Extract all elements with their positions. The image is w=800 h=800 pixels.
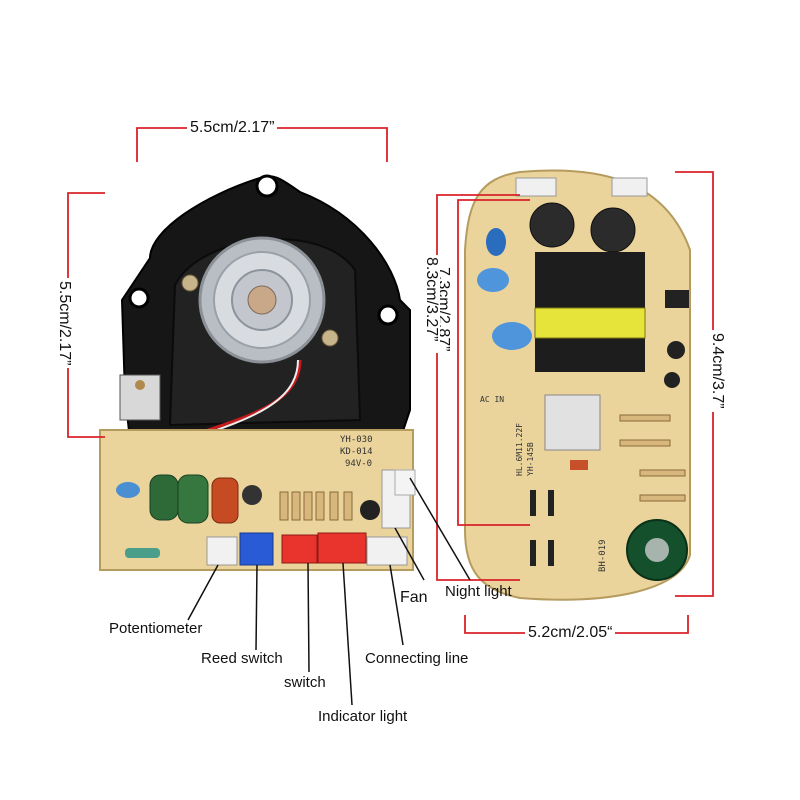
right-outer-height-dimension: 9.4cm/3.7” [708, 330, 726, 412]
potentiometer-connector [206, 536, 238, 566]
pcb-code-3: 94V-0 [345, 459, 373, 469]
left-height-dimension: 5.5cm/2.17” [55, 278, 73, 369]
night-light-label: Night light [445, 583, 512, 600]
ac-in-label: AC IN [480, 395, 505, 404]
pcb-code-right-2: YH-145B [526, 442, 535, 476]
right-width-dimension: 5.2cm/2.05“ [525, 624, 616, 642]
indicator-light-label: Indicator light [318, 708, 408, 725]
pcb-code-right: BH-019 [598, 539, 608, 572]
mount-hole [377, 304, 399, 326]
right-mid-height-dimension: 8.3cm/3.27” [422, 255, 440, 344]
night-light-connector [394, 469, 416, 496]
switch-label: switch [284, 674, 326, 691]
connecting-line-label: Connecting line [365, 650, 469, 667]
ultrasonic-transducer-disc-icon [181, 236, 339, 364]
left-width-dimension: 5.5cm/2.17” [187, 119, 278, 137]
mount-hole [255, 174, 279, 198]
pcb-code-2: KD-014 [340, 447, 373, 457]
fan-label: Fan [400, 589, 428, 606]
pcb-code-1: YH-030 [340, 435, 373, 445]
leader-lines [187, 477, 471, 706]
pcb-mark-right: HL.6M11.22F [515, 423, 524, 476]
electrolytic-capacitor-icon [529, 202, 688, 581]
mosfet-heatsink-icon [119, 374, 161, 421]
connecting-line-connector [366, 536, 408, 566]
mount-hole [128, 287, 150, 309]
indicator-light-connector [317, 532, 367, 564]
reed-switch-connector [239, 532, 274, 566]
potentiometer-label: Potentiometer [109, 620, 203, 637]
reed-switch-label: Reed switch [201, 650, 283, 667]
switch-connector [281, 534, 318, 564]
transformer-icon [534, 252, 646, 372]
